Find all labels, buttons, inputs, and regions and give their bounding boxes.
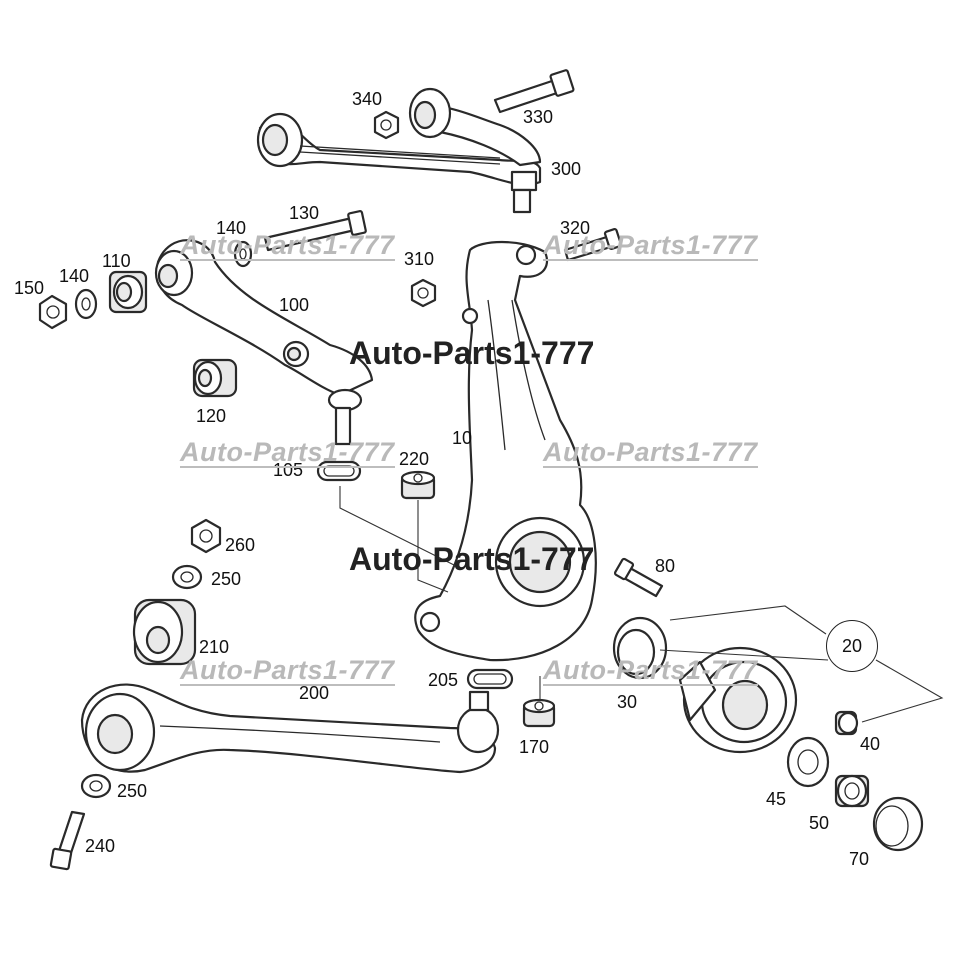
label-80: 80: [655, 556, 676, 576]
watermark-center-2: Auto-Parts1-777: [349, 541, 595, 577]
label-150: 150: [14, 278, 45, 298]
washer-45: [786, 736, 830, 788]
label-250a: 250: [211, 569, 242, 589]
nut-150: [38, 294, 68, 330]
label-250b: 250: [117, 781, 148, 801]
seal-30: [612, 616, 668, 680]
nut-170: [522, 698, 556, 728]
label-260: 260: [225, 535, 256, 555]
label-340: 340: [352, 89, 383, 109]
steering-knuckle-10: [414, 240, 597, 662]
label-40: 40: [860, 734, 881, 754]
bushing-210: [132, 598, 197, 666]
label-205: 205: [428, 670, 459, 690]
bushing-120: [192, 358, 238, 398]
washer-250b: [80, 773, 112, 799]
label-30: 30: [617, 692, 638, 712]
label-310: 310: [404, 249, 435, 269]
label-105: 105: [273, 460, 304, 480]
label-170: 170: [519, 737, 550, 757]
label-320: 320: [560, 218, 591, 238]
label-20: 20: [826, 620, 878, 672]
gasket-205: [466, 668, 514, 690]
label-50: 50: [809, 813, 830, 833]
watermark-3: Auto-Parts1-777: [180, 437, 395, 468]
wheel-hub-20: [678, 646, 798, 754]
upper-control-arm-300: [256, 87, 542, 214]
washer-140b: [74, 288, 98, 320]
label-70: 70: [849, 849, 870, 869]
label-240: 240: [85, 836, 116, 856]
bolt-130: [263, 210, 367, 252]
nut-50: [834, 774, 870, 808]
nut-310: [410, 278, 437, 308]
nut-260: [190, 518, 222, 554]
bush-40: [834, 710, 859, 736]
watermark-6: Auto-Parts1-777: [543, 655, 758, 686]
leader-lines: [339, 486, 944, 723]
cap-70: [872, 796, 924, 852]
bolt-240: [49, 810, 86, 871]
watermark-center-1: Auto-Parts1-777: [349, 335, 595, 371]
label-130: 130: [289, 203, 320, 223]
label-300: 300: [551, 159, 582, 179]
label-210: 210: [199, 637, 230, 657]
bolt-320: [563, 228, 623, 262]
label-10: 10: [452, 428, 473, 448]
control-arm-100: [154, 239, 374, 446]
label-140b: 140: [59, 266, 90, 286]
control-arm-200: [80, 683, 500, 774]
label-110: 110: [102, 251, 131, 271]
label-200: 200: [299, 683, 330, 703]
label-100: 100: [279, 295, 310, 315]
label-330: 330: [523, 107, 554, 127]
watermark-4: Auto-Parts1-777: [543, 437, 758, 468]
bolt-330: [493, 69, 575, 114]
label-120: 120: [196, 406, 227, 426]
watermark-2: Auto-Parts1-777: [543, 230, 758, 261]
washer-250: [171, 564, 203, 590]
bushing-110: [108, 270, 148, 314]
watermark-5: Auto-Parts1-777: [180, 655, 395, 686]
watermark-1: Auto-Parts1-777: [180, 230, 395, 261]
nut-220: [400, 470, 436, 500]
nut-340: [373, 110, 400, 140]
label-45: 45: [766, 789, 787, 809]
label-220: 220: [399, 449, 430, 469]
label-140a: 140: [216, 218, 247, 238]
bolt-80: [613, 557, 664, 598]
